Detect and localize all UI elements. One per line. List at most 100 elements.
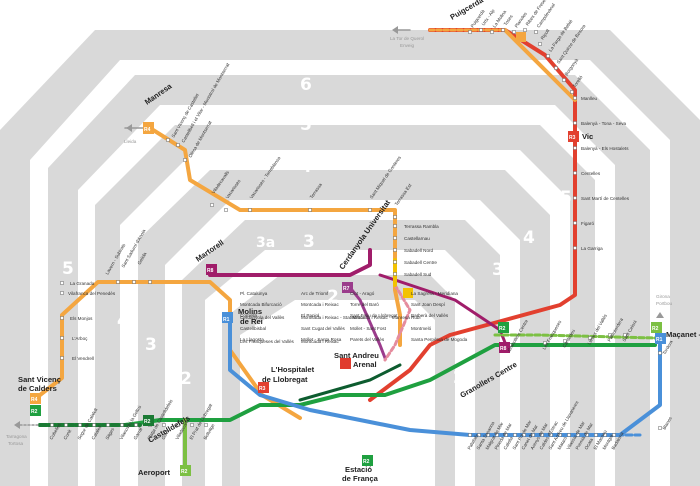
line-r2-north [493,333,657,340]
dot-r3-7 [538,42,542,46]
badge-r7-cerdanyola-text: R7 [343,286,350,292]
dot-r4s-4 [393,272,397,276]
station-inner-14: Montcada i Reixac - Manresa [350,315,410,320]
line-r8-east [378,273,510,352]
hub-macanet: Maçanet - Massanes [666,330,700,339]
dot-r2s-9 [176,423,180,427]
dot-r2s-1 [64,423,68,427]
line-badges: R4 R8 R1 R3 R7 R2 R8 R3 R1 R2 R4 R2 R2 R… [30,32,666,476]
dot-r3-11 [570,90,574,94]
dot-r2s-4 [106,423,110,427]
station-inner-8: Cornellà [240,313,258,318]
station-r1-4: Calella [503,435,515,450]
badge-r4-manresa [143,122,154,134]
dot-r4south-0 [60,281,64,285]
dot-r4m-1 [224,208,228,212]
badge-r8-martorell-text: R8 [207,268,214,274]
station-r4s-0: Terrassa Rambla [404,224,439,229]
dir-la-tor-1: La Tor de Querol [390,36,424,41]
badge-r2-granollers [498,322,509,333]
zone-1-label: 1 [320,313,332,333]
arrow-girona-icon [656,312,664,318]
station-r1-18: Blanes [662,415,674,430]
zone-4-label: 4 [300,157,312,177]
line-r3 [368,28,577,402]
dot-r4south-5 [116,280,120,284]
dot-r1-18 [658,426,662,430]
dot-r3-3 [501,28,505,32]
station-inner-7: Sant Joan Despí [411,302,446,307]
arrow-la-tor-icon [392,26,398,34]
badge-r3-hospitalet [258,382,269,393]
station-inner-10: Sant Feliu de Llobregat [350,313,398,318]
hub-molins-2: de Rei [240,317,263,326]
station-inner-20: La Llagosta [240,337,264,342]
dir-lleida: Lleida [124,139,137,144]
zone-6-label-e: 6 [592,157,604,177]
zone-6-label: 6 [300,75,312,95]
dot-r1-17 [658,351,662,355]
dot-r2n-4 [543,341,547,345]
hub-santandreu-2: Arenal [353,360,377,369]
dot-r2s-8 [162,423,166,427]
hub-hospitalet-2: de Llobregat [262,375,308,384]
dot-r3-18 [573,246,577,250]
badge-r3-hospitalet-text: R3 [259,386,266,392]
dot-r2s-11 [204,423,208,427]
station-r3-13: Balenyà - Tona - Seva [581,121,627,126]
zone-4-label-w: 4 [117,311,129,331]
dir-girona-2: Portbou [656,301,673,306]
station-r3-15: Centelles [581,171,601,176]
badge-r2-franca [362,455,373,466]
station-r4south-0: La Granada [70,281,95,286]
zone-2-label: 2 [327,287,339,307]
zone-rings [0,30,700,486]
dot-r1-3 [495,433,499,437]
line-r1 [228,318,662,437]
station-inner-4: Montcada Bifurcació [240,302,282,307]
badge-r2-macanet-text: R2 [652,326,659,332]
badge-r2-castelldefels [143,415,154,426]
hub-franca-2: de França [342,474,379,483]
zone-5-label: 5 [300,115,312,135]
station-inner-13: Montcada i Reixac - Sta. Maria [301,315,364,320]
badge-r2-santvicenc [30,405,41,416]
station-inner-15: Rubí [411,315,421,320]
badge-r2-granollers-text: R2 [499,326,506,332]
direction-arrows [14,26,664,429]
zone-2-label-e: 2 [453,368,465,388]
dot-r1-0 [468,433,472,437]
station-r4s-1: Castellarnau [404,236,430,241]
badge-r2-santvicenc-text: R2 [31,409,38,415]
station-r4s-4: Sabadell Sud [404,272,432,277]
dot-r2s-3 [92,423,96,427]
badge-r2-aeroport-text: R2 [181,469,188,475]
hub-aeroport: Aeroport [138,468,171,477]
badge-r1-macanet-text: R1 [656,337,663,343]
station-inner-17: Sant Cugat del Vallès [301,326,346,331]
dot-r2n-2 [588,336,592,340]
dot-r3-9 [554,66,558,70]
dot-r1-8 [540,433,544,437]
station-inner-16: Castellbisbal [240,326,266,331]
dot-r2n-3 [563,339,567,343]
dot-r1-15 [603,433,607,437]
dot-r4south-6 [132,280,136,284]
hub-santvicenc-1: Sant Vicenç [18,375,61,384]
station-r1-10: Mataró [557,435,569,450]
zone-numbers: 6 5 4 3 2 1 6 5 4 3 2 6 5 4 3 2 3a [35,75,604,389]
zone-4-label-e: 4 [523,228,535,248]
direction-labels: Lleida Tarragona Tortosa Girona Portbou … [6,36,673,446]
dot-r2n-1 [608,333,612,337]
dot-r1-5 [513,433,517,437]
station-r2s-1: Cunit [63,428,73,440]
station-inner-9: El Papiol [301,313,319,318]
dot-r3-12 [573,96,577,100]
hub-molins-1: Molins [238,307,262,316]
zone-3-label-e: 3 [492,260,504,280]
dot-r4s-1 [393,236,397,240]
dot-r4n-1 [176,143,180,147]
dot-r3-4 [512,30,516,34]
badge-r4-santvicenc [30,393,41,404]
zone-5-label-e: 5 [560,188,572,208]
